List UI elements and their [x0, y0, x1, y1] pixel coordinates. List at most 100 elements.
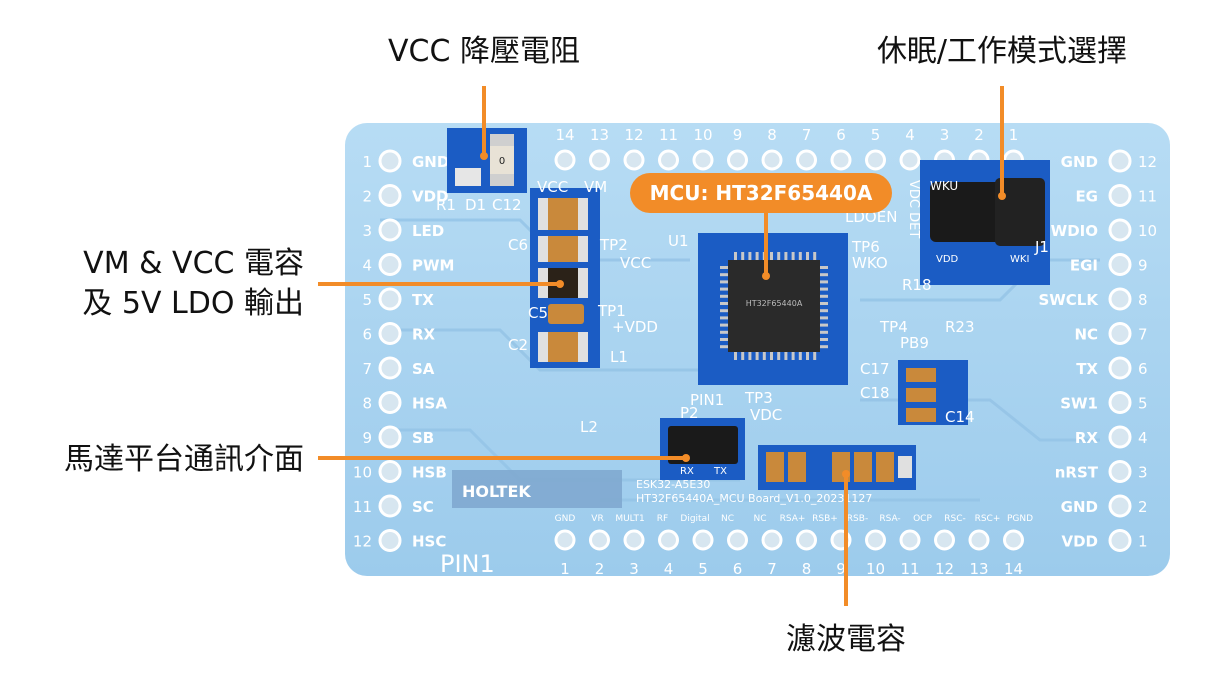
mcu-pin	[813, 252, 817, 260]
bottom-pin-label: RSA-	[879, 514, 900, 524]
silk-tp6: TP6	[851, 238, 880, 256]
top-pin-number: 5	[871, 126, 881, 144]
mcu-pin	[813, 352, 817, 360]
mcu-pin	[741, 352, 745, 360]
right-pin-label: EG	[1075, 188, 1098, 206]
bottom-pad	[554, 529, 576, 551]
bottom-pin-number: 4	[664, 560, 674, 578]
mcu-pin	[820, 294, 828, 298]
silk-c14: C14	[945, 408, 975, 426]
top-pin-number: 1	[1009, 126, 1019, 144]
left-pin-number: 7	[362, 360, 372, 378]
mcu-pin	[720, 316, 728, 320]
silk-wko: WKO	[852, 254, 888, 272]
silk-tx: TX	[713, 466, 727, 477]
right-pad	[1108, 218, 1132, 242]
bottom-pad	[899, 529, 921, 551]
bottom-pin-label: NC	[753, 514, 766, 524]
bottom-pin-number: 11	[900, 560, 919, 578]
top-header-pads	[554, 149, 1024, 171]
callout-filter-cap: 濾波電容	[786, 622, 906, 657]
right-pin-label: VDD	[1061, 533, 1098, 551]
bottom-pin-label: RF	[657, 514, 668, 524]
left-pad	[378, 494, 402, 518]
silk-l1: L1	[610, 348, 628, 366]
left-pad	[378, 529, 402, 552]
right-pin-label: NC	[1074, 326, 1098, 344]
mcu-pin	[777, 352, 781, 360]
silk-vdc: VDC	[750, 406, 782, 424]
mcu-pin	[820, 338, 828, 341]
left-pin-label: SB	[412, 429, 434, 447]
bottom-pin-label: RSB+	[812, 514, 838, 524]
capacitor-stack	[538, 198, 588, 362]
top-pad	[727, 149, 748, 171]
silk-r23: R23	[945, 318, 975, 336]
bottom-pin-label: RSB-	[847, 514, 868, 524]
mcu-pin	[820, 266, 828, 269]
mcu-pin	[720, 294, 728, 298]
left-pin-label: TX	[412, 291, 434, 309]
mcu-label: MCU: HT32F65440A	[630, 173, 892, 213]
mcu-pin	[720, 330, 728, 334]
right-pin-number: 10	[1138, 222, 1157, 240]
mcu-pin	[820, 273, 828, 277]
right-pin-label: TX	[1076, 360, 1098, 378]
callout-motor-comm: 馬達平台通訊介面	[64, 442, 304, 477]
top-pad	[658, 149, 679, 171]
mcu-pin	[798, 352, 802, 360]
resistor-value: 0	[499, 156, 505, 167]
mcu-pin	[762, 352, 766, 360]
left-pad	[378, 287, 402, 311]
left-pad	[378, 391, 402, 414]
silk-c12: C12	[492, 196, 522, 214]
silk-tp3: TP3	[744, 389, 773, 407]
silk-r1: R1	[436, 196, 456, 214]
mcu-pin	[720, 273, 728, 277]
silk-vcc-tp: VCC	[620, 254, 651, 272]
left-pin-label: LED	[412, 222, 444, 240]
right-pad	[1108, 494, 1132, 518]
top-pin-number: 12	[624, 126, 643, 144]
bottom-pin-number: 12	[935, 560, 954, 578]
left-pin-number: 8	[362, 395, 372, 413]
right-pin-number: 12	[1138, 153, 1157, 171]
left-pad	[378, 218, 402, 242]
right-pin-number: 8	[1138, 291, 1148, 309]
right-pad	[1108, 184, 1132, 207]
right-pin-number: 6	[1138, 360, 1148, 378]
mcu-pin	[741, 252, 745, 260]
right-pad	[1108, 529, 1132, 552]
silk-wki: WKI	[1010, 254, 1029, 265]
bottom-pin-number: 5	[698, 560, 708, 578]
top-pin-number: 8	[767, 126, 777, 144]
left-pad	[378, 356, 402, 380]
bottom-pad	[692, 529, 714, 551]
mcu-pin	[748, 252, 752, 260]
mcu-pin	[784, 352, 788, 360]
bottom-pin-label: MULT1	[615, 514, 644, 524]
right-pin-label: GND	[1061, 498, 1098, 516]
silk-l2: L2	[580, 418, 598, 436]
callout-vm-vcc-line1: VM & VCC 電容	[83, 246, 304, 281]
silk-p2: P2	[680, 404, 699, 422]
bottom-pad	[623, 529, 645, 551]
silk-c2: C2	[508, 336, 528, 354]
left-pin-label: HSA	[412, 395, 447, 413]
mcu-pin	[720, 266, 728, 269]
callout-lines	[318, 86, 1004, 606]
mcu-pin	[748, 352, 752, 360]
right-pad	[1108, 356, 1132, 380]
top-pad	[899, 149, 921, 171]
left-pin-number: 3	[362, 222, 372, 240]
silk-tp2: TP2	[599, 236, 628, 254]
left-pad	[378, 184, 402, 207]
bottom-pad	[865, 529, 886, 551]
top-pin-number: 7	[802, 126, 812, 144]
left-pad	[378, 460, 402, 483]
top-pin-number: 3	[940, 126, 950, 144]
top-pad	[761, 149, 783, 171]
silk-c5: C5	[528, 304, 548, 322]
